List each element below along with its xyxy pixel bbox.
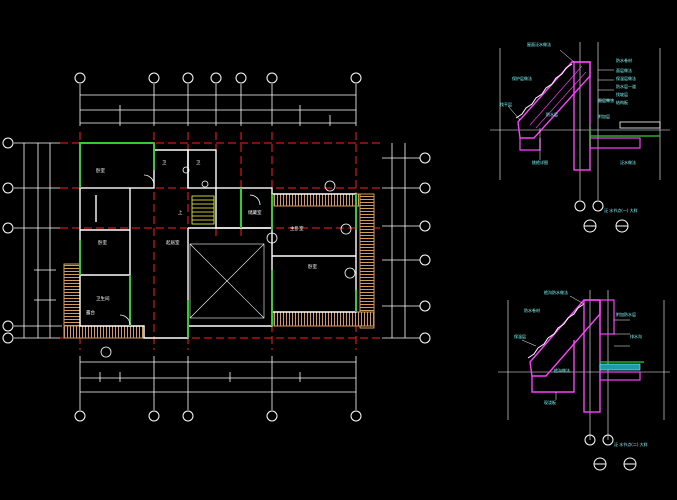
detail-top-bottom-note: 挑檐详图: [532, 159, 548, 165]
roof-eaves: [63, 193, 375, 339]
dimension-lines-right: [382, 143, 420, 339]
detail-bottom-note: 现浇板: [544, 399, 556, 405]
roof-eave-left: [63, 263, 81, 337]
detail-bottom-note: 附加防水层: [616, 311, 636, 317]
detail-top-bubbles: [574, 200, 629, 233]
detail-bottom-note: 保温层: [514, 333, 526, 339]
detail-bottom-tiles: [527, 303, 585, 359]
wall-green-accents: [79, 142, 357, 338]
detail-bottom-slope-slab: [529, 299, 601, 377]
room-label: 卧室: [96, 167, 105, 174]
fixtures: [100, 166, 356, 358]
room-label: 主卧室: [290, 225, 304, 232]
axis-bubbles-left: [2, 137, 14, 344]
detail-bottom-insulation: [599, 363, 641, 371]
detail-top-note: 保温层做法: [616, 75, 636, 81]
roof-eave-bottom-right: [273, 311, 375, 327]
detail-bottom-gutter: [531, 340, 575, 393]
room-label: 露台: [86, 309, 95, 316]
dimension-lines-left: [14, 142, 62, 339]
void-cross: [189, 243, 265, 319]
axis-bubbles-top: [74, 72, 362, 84]
floor-plan: 卧室 卧室 卫生间 露台 起居室 储藏室 主卧室 卧室 卫 卫 上: [2, 72, 431, 422]
detail-top-left-note: 找平层: [500, 101, 512, 107]
room-label: 储藏室: [248, 209, 262, 216]
detail-top-left-note: 防水层: [546, 111, 558, 117]
room-label: 上: [178, 209, 183, 216]
detail-bottom-bubbles: [584, 434, 637, 471]
detail-bottom-wall: [583, 299, 601, 413]
room-label: 卫生间: [96, 295, 110, 302]
detail-bottom-title: 檐沟防水做法: [544, 289, 568, 295]
room-label: 卫: [196, 160, 201, 166]
detail-top-note: 找坡层: [616, 91, 628, 97]
detail-top-right-note: 面层做法: [598, 97, 614, 103]
room-label: 卧室: [308, 263, 317, 270]
detail-top-note: 防水卷材: [616, 57, 632, 63]
detail-top-slope-slab: [517, 61, 591, 139]
room-label: 卧室: [98, 239, 107, 246]
detail-top-leaders: [507, 49, 614, 160]
roof-eave-right: [359, 193, 375, 329]
detail-top-right-note: 附加层: [598, 113, 610, 119]
walls: [79, 142, 357, 339]
detail-bottom-leaders: [521, 295, 630, 400]
room-label: 起居室: [166, 239, 180, 246]
detail-bottom-flat-roof: [599, 371, 641, 381]
detail-bottom-caption: 泛 水节点(二) 大样: [614, 441, 648, 447]
detail-top-note: 结构板: [616, 99, 628, 105]
detail-top-caption: 泛 水节点(一) 大样: [604, 207, 638, 213]
detail-top-wall: [573, 61, 591, 171]
axis-bubbles-right: [419, 152, 431, 344]
detail-top-flat-roof: [589, 137, 641, 149]
detail-bottom-note: 排水沟: [630, 333, 642, 339]
detail-top-bottom-note: 泛水做法: [620, 159, 636, 165]
detail-top-note: 面层做法: [616, 67, 632, 73]
detail-bottom-note: 防水卷材: [524, 307, 540, 313]
detail-top-guides: [490, 42, 670, 200]
stair: [191, 195, 215, 225]
detail-bottom-note: 檐沟做法: [554, 367, 570, 373]
roof-eave-top-right: [273, 193, 375, 207]
roof-eave-bottom-left: [63, 325, 145, 339]
detail-top-left-note: 保护层做法: [512, 75, 532, 81]
dimension-lines-bottom: [79, 356, 357, 410]
detail-top: 屋面泛水做法 防水卷材 面层做法 保温层做法 防水层一道 找坡层 结构板 保护层…: [490, 41, 670, 233]
detail-bottom: 檐沟防水做法 防水卷材 保温层 附加防水层 排水沟 檐沟做法 现浇板 泛 水节点…: [498, 289, 670, 471]
detail-bottom-parapet: [599, 299, 615, 335]
room-labels: 卧室 卧室 卫生间 露台 起居室 储藏室 主卧室 卧室 卫 卫 上: [86, 160, 317, 316]
detail-top-title: 屋面泛水做法: [527, 41, 551, 47]
detail-top-topping: [619, 121, 661, 129]
detail-top-tiles: [515, 63, 573, 119]
axis-bubbles-bottom: [74, 410, 362, 422]
dimension-lines-top: [79, 84, 357, 126]
room-label: 卫: [162, 160, 167, 166]
detail-top-note: 防水层一道: [616, 83, 636, 89]
detail-top-gutter: [519, 138, 541, 151]
